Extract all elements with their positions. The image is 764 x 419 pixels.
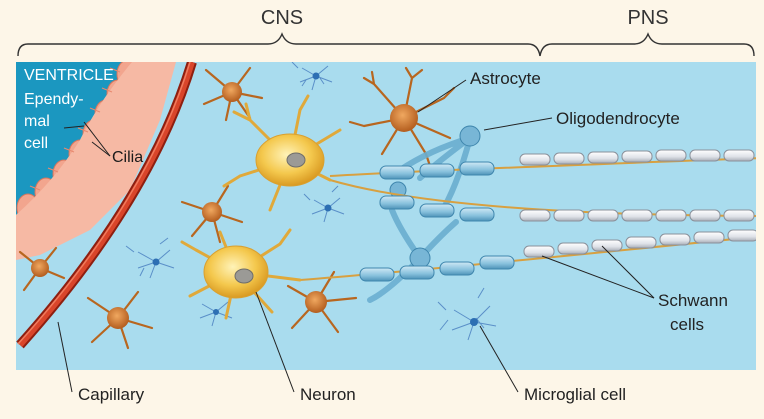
pns-label: PNS [627,7,668,29]
astrocyte-label: Astrocyte [470,69,541,88]
cns-bracket [17,32,541,57]
schwann-label-line1: Schwann [658,291,728,310]
neurons [180,94,342,320]
ventricle-label: VENTRICLE [24,67,114,84]
schwann-label-line2: cells [670,315,704,334]
schwann-segments [519,149,756,258]
astrocytes [18,66,456,350]
microglial-cell-label: Microglial cell [524,385,626,404]
capillary-label: Capillary [78,385,145,404]
cilia-label: Cilia [112,149,143,166]
leader-lines [57,79,655,393]
pns-bracket [539,32,755,57]
ependymal-label-line2: mal [24,113,50,130]
oligodendrocyte-soma [459,125,481,147]
microglial-cells [125,62,497,341]
cns-label: CNS [261,7,303,29]
neuron-label: Neuron [300,385,356,404]
ependymal-cells [16,62,176,260]
neuron-nucleus-2 [234,268,254,284]
oligodendrocyte-label: Oligodendrocyte [556,109,680,128]
cilia [29,67,121,191]
tissue-panel [16,62,756,370]
ependymal-label-line1: Ependy- [24,91,84,108]
cns-myelin-segments [359,161,515,282]
ependymal-label-line3: cell [24,135,48,152]
neuron-nucleus-1 [286,152,306,168]
